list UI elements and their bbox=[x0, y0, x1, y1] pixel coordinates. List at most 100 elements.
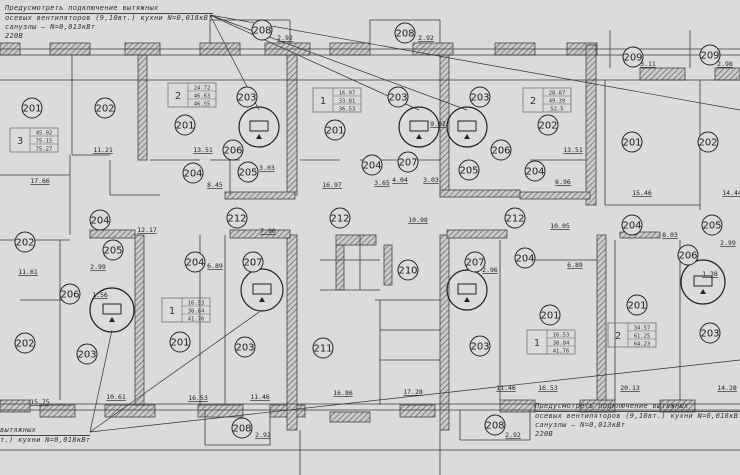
wall bbox=[134, 234, 145, 406]
gross-area: 64.23 bbox=[634, 342, 651, 348]
room-area: 12.17 bbox=[137, 226, 157, 234]
room-area: 11.21 bbox=[93, 146, 113, 154]
apartment-table bbox=[167, 82, 217, 108]
room-number-circle bbox=[21, 97, 43, 119]
room-number: 202 bbox=[538, 121, 557, 132]
room-number: 207 bbox=[398, 158, 417, 169]
room-number: 205 bbox=[103, 246, 122, 257]
living-area: 16.53 bbox=[553, 333, 570, 339]
gross-area: 52.5 bbox=[550, 107, 563, 113]
room-number-circle bbox=[174, 114, 196, 136]
wall bbox=[286, 54, 298, 196]
room-number-circle bbox=[626, 294, 648, 316]
room-number: 204 bbox=[525, 167, 544, 178]
fixture-callout-circle bbox=[238, 106, 280, 148]
room-number: 204 bbox=[362, 161, 381, 172]
gross-area: 41.76 bbox=[188, 317, 205, 323]
wall bbox=[197, 404, 244, 418]
fan-symbol-icon bbox=[256, 134, 262, 139]
leader-lines bbox=[89, 14, 740, 433]
room-number: 201 bbox=[622, 138, 641, 149]
room-area: 2.92 bbox=[277, 34, 293, 42]
room-number-circle bbox=[621, 131, 643, 153]
apartment-table bbox=[522, 87, 572, 113]
wall bbox=[639, 67, 686, 81]
room-number: 212 bbox=[227, 214, 246, 225]
room-area: 3.03 bbox=[423, 176, 439, 184]
room-number: 203 bbox=[235, 343, 254, 354]
ventilator-icon bbox=[457, 120, 477, 132]
apartment-room-count: 2 bbox=[615, 331, 621, 342]
room-area: 11.46 bbox=[250, 393, 270, 401]
wall bbox=[399, 404, 436, 418]
room-number: 208 bbox=[252, 26, 271, 37]
room-number: 201 bbox=[325, 126, 344, 137]
room-area: 10.61 bbox=[106, 393, 126, 401]
room-number-circle bbox=[469, 335, 491, 357]
fan-symbol-icon bbox=[700, 289, 706, 294]
room-area: 9.02 bbox=[430, 120, 446, 128]
wall bbox=[286, 234, 298, 431]
total-area: 49.39 bbox=[549, 99, 566, 105]
room-number-circle bbox=[622, 46, 644, 68]
wall bbox=[446, 229, 508, 239]
room-number-circle bbox=[251, 19, 273, 41]
room-number-circle bbox=[458, 159, 480, 181]
room-number-circle bbox=[237, 161, 259, 183]
fan-symbol-icon bbox=[259, 297, 265, 302]
room-number: 201 bbox=[627, 301, 646, 312]
room-number-circle bbox=[514, 247, 536, 269]
wall bbox=[89, 229, 136, 239]
room-area: 3.65 bbox=[374, 179, 390, 187]
wall bbox=[104, 404, 156, 418]
room-number: 202 bbox=[698, 138, 717, 149]
room-number-circle bbox=[464, 251, 486, 273]
room-number: 207 bbox=[465, 258, 484, 269]
room-area: 2.92 bbox=[418, 34, 434, 42]
room-number: 206 bbox=[678, 251, 697, 262]
room-number-circle bbox=[324, 119, 346, 141]
room-area: 3.03 bbox=[259, 164, 275, 172]
living-area: 24.72 bbox=[194, 86, 211, 92]
room-number-circle bbox=[89, 209, 111, 231]
room-area: 2.99 bbox=[720, 239, 736, 247]
wall bbox=[619, 231, 661, 239]
room-number: 204 bbox=[90, 216, 109, 227]
apartment-room-count: 1 bbox=[320, 96, 326, 107]
room-area: 16.86 bbox=[333, 389, 353, 397]
living-area: 16.97 bbox=[339, 91, 356, 97]
room-area: 14.28 bbox=[717, 384, 737, 392]
leader-line bbox=[209, 14, 740, 111]
room-area: 15.46 bbox=[632, 189, 652, 197]
room-area: 2.92 bbox=[505, 431, 521, 439]
room-area: 14.44 bbox=[722, 189, 740, 197]
room-area: 17.28 bbox=[403, 388, 423, 396]
room-number-circle bbox=[182, 162, 204, 184]
wall bbox=[714, 67, 740, 81]
room-area: 13.51 bbox=[193, 146, 213, 154]
room-number-circle bbox=[677, 244, 699, 266]
total-area: 38.84 bbox=[553, 341, 570, 347]
room-number: 209 bbox=[700, 51, 719, 62]
room-number: 206 bbox=[223, 146, 242, 157]
room-number-circle bbox=[397, 259, 419, 281]
ventilation-note-bottom: Предусмотреть подключение вытяжных осевы… bbox=[535, 402, 740, 439]
living-area: 16.53 bbox=[188, 301, 205, 307]
wall bbox=[335, 244, 345, 291]
living-area: 45.02 bbox=[36, 131, 53, 137]
room-number-circle bbox=[699, 44, 721, 66]
room-number: 201 bbox=[170, 338, 189, 349]
room-number: 203 bbox=[470, 93, 489, 104]
room-number: 206 bbox=[60, 290, 79, 301]
gross-area: 75.27 bbox=[36, 147, 53, 153]
wall bbox=[596, 234, 607, 401]
total-area: 38.84 bbox=[188, 309, 205, 315]
apartment-room-count: 3 bbox=[17, 136, 23, 147]
room-area: 3.11 bbox=[640, 60, 656, 68]
apartment-table bbox=[312, 87, 362, 113]
room-number-circle bbox=[184, 251, 206, 273]
gross-area: 36.53 bbox=[339, 107, 356, 113]
fan-symbol-icon bbox=[464, 134, 470, 139]
